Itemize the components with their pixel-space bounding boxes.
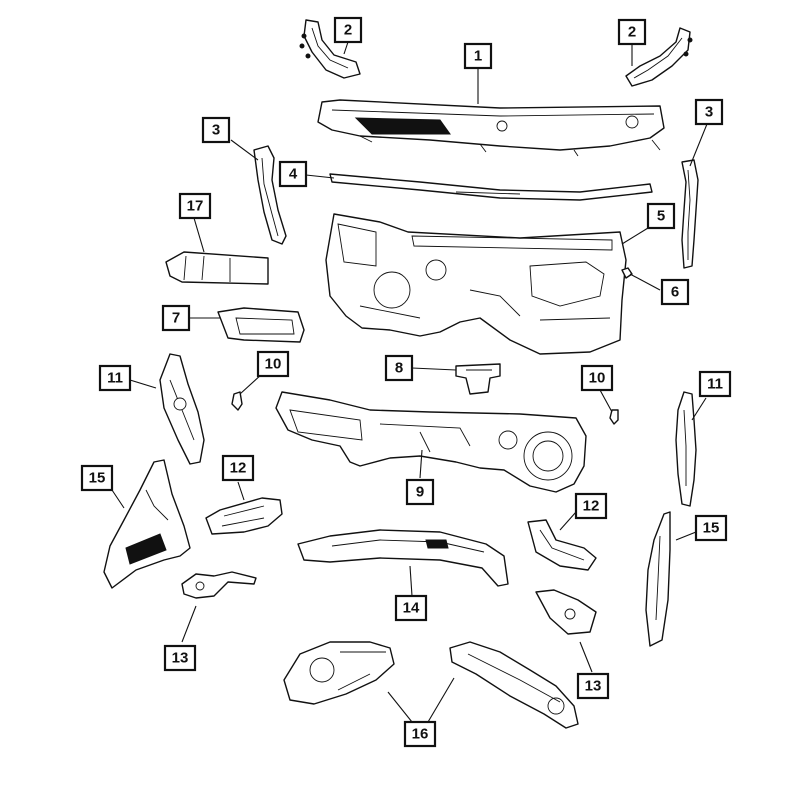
callout-12-left: 12	[221, 454, 255, 482]
svg-text:15: 15	[703, 520, 720, 537]
callout-12-right: 12	[574, 492, 608, 520]
svg-text:1: 1	[474, 48, 482, 65]
part-15-right	[645, 511, 671, 647]
callout-9: 9	[405, 478, 435, 506]
part-9-silencer	[275, 391, 587, 493]
part-8-bracket	[455, 363, 501, 395]
callout-1: 1	[463, 42, 493, 70]
part-16-right	[449, 641, 579, 729]
part-15-left	[103, 459, 191, 589]
callout-4: 4	[278, 160, 308, 188]
callout-14: 14	[394, 594, 428, 622]
callout-7: 7	[161, 304, 191, 332]
part-12-left	[205, 497, 283, 535]
callout-16: 16	[403, 720, 437, 748]
part-5-dash-panel	[325, 213, 627, 355]
svg-text:11: 11	[107, 370, 123, 387]
part-11-left	[159, 353, 205, 465]
svg-text:4: 4	[289, 166, 298, 183]
svg-text:12: 12	[230, 460, 247, 477]
part-13-right	[535, 589, 597, 635]
svg-text:8: 8	[395, 360, 403, 377]
callout-10-left: 10	[256, 350, 290, 378]
part-3-right	[681, 159, 699, 269]
leader-lines	[107, 41, 708, 723]
callout-17: 17	[178, 192, 212, 220]
svg-text:13: 13	[172, 650, 189, 667]
callout-13-left: 13	[163, 644, 197, 672]
svg-text:16: 16	[412, 726, 429, 743]
svg-text:2: 2	[344, 22, 352, 39]
svg-text:3: 3	[212, 122, 220, 139]
svg-text:7: 7	[172, 310, 180, 327]
part-7-frame	[217, 307, 305, 343]
callout-2-left: 2	[333, 16, 363, 44]
part-13-left	[181, 571, 257, 599]
part-1-cowl-panel	[317, 99, 665, 157]
callout-5: 5	[646, 202, 676, 230]
part-10-left	[231, 391, 243, 411]
svg-text:12: 12	[583, 498, 600, 515]
part-4-seal	[329, 173, 653, 201]
callout-6: 6	[660, 278, 690, 306]
part-3-left	[253, 145, 287, 245]
part-16-left	[283, 641, 395, 705]
part-6-clip	[621, 267, 633, 279]
callout-15-right: 15	[694, 514, 728, 542]
part-2-right	[625, 27, 693, 87]
part-10-right	[609, 409, 619, 425]
svg-text:5: 5	[657, 208, 665, 225]
callout-3-right: 3	[694, 98, 724, 126]
part-17-pad	[165, 251, 269, 285]
svg-text:10: 10	[589, 370, 606, 387]
svg-text:2: 2	[628, 24, 636, 41]
svg-text:14: 14	[403, 600, 420, 617]
svg-text:6: 6	[671, 284, 679, 301]
svg-text:9: 9	[416, 484, 424, 501]
svg-text:17: 17	[187, 198, 204, 215]
part-14-crossmember	[297, 529, 509, 587]
svg-text:15: 15	[89, 470, 106, 487]
svg-text:11: 11	[707, 376, 723, 393]
callout-15-left: 15	[80, 464, 114, 492]
part-2-left	[299, 19, 361, 79]
svg-text:10: 10	[265, 356, 282, 373]
part-12-right	[527, 519, 597, 571]
svg-text:13: 13	[585, 678, 602, 695]
callout-11-left: 11	[98, 364, 132, 392]
callout-10-right: 10	[580, 364, 614, 392]
callout-8: 8	[384, 354, 414, 382]
svg-text:3: 3	[705, 104, 713, 121]
callout-11-right: 11	[698, 370, 732, 398]
callout-2-right: 2	[617, 18, 647, 46]
part-11-right	[675, 391, 697, 507]
callout-13-right: 13	[576, 672, 610, 700]
callout-3-left: 3	[201, 116, 231, 144]
